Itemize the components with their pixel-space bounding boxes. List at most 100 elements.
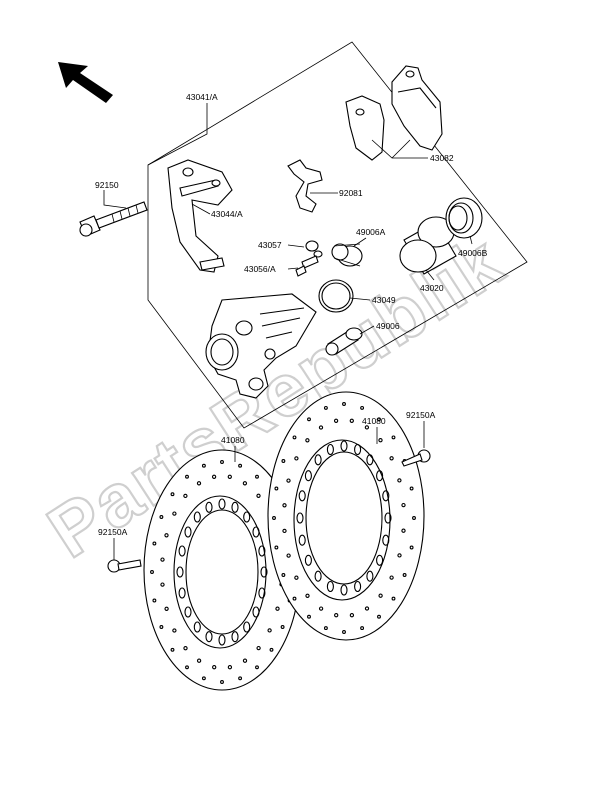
disc-hole: [281, 573, 286, 577]
disc-hole: [218, 634, 226, 646]
disc-hole: [340, 584, 348, 596]
disc-hole: [354, 443, 362, 456]
disc-hole: [255, 665, 259, 670]
disc-hole: [160, 557, 165, 562]
disc-hole: [323, 405, 328, 410]
label-49006A: 49006A: [356, 227, 386, 237]
disc-hole: [269, 647, 274, 652]
disc-hole: [256, 645, 261, 651]
disc-hole: [294, 456, 299, 461]
o-ring-43049: [318, 279, 354, 313]
disc-hole: [238, 463, 243, 468]
disc-hole: [378, 438, 383, 443]
disc-hole: [360, 405, 365, 410]
disc-hole: [286, 478, 291, 483]
disc-hole: [267, 628, 272, 633]
disc-hole: [164, 533, 169, 538]
label-92081: 92081: [339, 188, 363, 198]
disc-hole: [238, 676, 243, 681]
disc-hole: [150, 570, 154, 574]
disc-hole: [227, 665, 233, 670]
disc-hole: [159, 625, 164, 629]
part-labels: 43041/A 92150 43044/A 92081 43082 43057 …: [95, 92, 488, 537]
label-43056A: 43056/A: [244, 264, 276, 274]
disc-hole: [292, 435, 297, 440]
disc-hole: [183, 646, 188, 651]
disc-hole: [296, 512, 304, 524]
label-43041A: 43041/A: [186, 92, 218, 102]
disc-hole: [391, 435, 396, 440]
disc-hole: [318, 425, 324, 430]
disc-hole: [152, 541, 157, 546]
label-92150A-left: 92150A: [98, 527, 128, 537]
disc-hole: [384, 512, 392, 524]
disc-hole: [382, 534, 390, 546]
disc-hole: [294, 575, 299, 580]
disc-hole: [377, 417, 381, 422]
disc-hole: [274, 545, 279, 550]
disc-hole: [401, 502, 406, 508]
disc-hole: [178, 587, 186, 599]
disc-hole: [211, 474, 217, 479]
caliper-bracket: [167, 159, 233, 273]
disc-hole: [307, 614, 311, 619]
disc-hole: [172, 628, 177, 633]
disc-hole: [231, 501, 239, 513]
disc-hole: [252, 526, 260, 538]
disc-hole: [193, 511, 201, 523]
disc-hole: [364, 425, 370, 430]
label-43044A: 43044/A: [211, 209, 243, 219]
disc-hole: [201, 676, 206, 681]
disc-hole: [242, 658, 248, 663]
disc-hole: [304, 554, 312, 566]
disc-hole: [243, 621, 251, 633]
disc-hole: [342, 630, 346, 634]
disc-hole: [376, 554, 384, 566]
disc-hole: [255, 474, 259, 479]
disc-hole: [382, 490, 390, 502]
disc-hole: [281, 459, 286, 463]
disc-hole: [185, 665, 189, 670]
disc-hole: [397, 478, 402, 483]
disc-hole: [326, 443, 334, 456]
disc-hole: [342, 402, 346, 406]
label-41080-right: 41080: [362, 416, 386, 426]
caliper-body: [205, 293, 317, 399]
label-49006B: 49006B: [458, 248, 488, 258]
bleeder-parts: [295, 240, 323, 277]
disc-hole: [360, 626, 365, 631]
disc-hole: [376, 470, 384, 482]
disc-hole: [305, 593, 310, 598]
disc-hole: [258, 587, 266, 599]
label-43049: 43049: [372, 295, 396, 305]
disc-hole: [172, 511, 177, 516]
bolt-92150A-right: [401, 449, 431, 467]
disc-hole: [280, 625, 285, 629]
label-43057: 43057: [258, 240, 282, 250]
disc-hole: [220, 460, 224, 464]
disc-hole: [231, 631, 239, 643]
disc-hole: [274, 486, 279, 491]
disc-hole: [349, 613, 355, 618]
disc-hole: [402, 573, 407, 577]
disc-hole: [159, 515, 164, 519]
disc-hole: [409, 486, 414, 491]
disc-hole: [178, 545, 186, 557]
disc-hole: [304, 470, 312, 482]
direction-arrow-icon: [58, 62, 113, 103]
disc-hole: [377, 614, 381, 619]
disc-hole: [354, 580, 362, 593]
disc-hole: [397, 553, 402, 558]
disc-hole: [412, 516, 416, 520]
disc-hole: [323, 626, 328, 631]
disc-hole: [184, 606, 192, 618]
disc-hole: [318, 606, 324, 611]
dust-boot-49006: [325, 327, 363, 356]
disc-hole: [176, 566, 184, 578]
label-41080-left: 41080: [221, 435, 245, 445]
disc-hole: [256, 493, 261, 498]
disc-hole: [170, 647, 175, 652]
bolt-92150A-left: [107, 559, 142, 573]
disc-hole: [314, 454, 322, 466]
